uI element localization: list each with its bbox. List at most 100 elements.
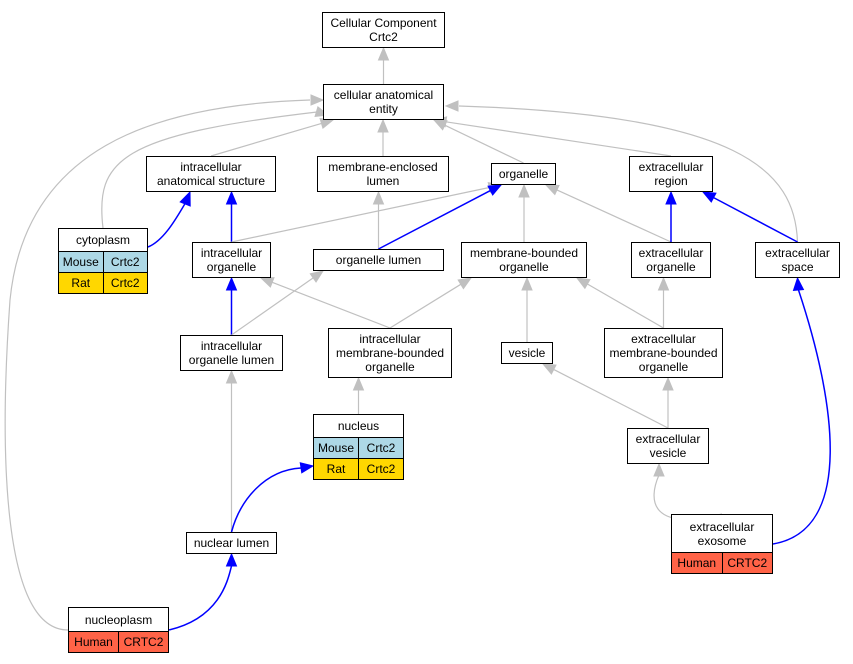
term-label: extracellular region <box>638 160 704 188</box>
arrowhead <box>309 270 325 283</box>
arrowhead <box>319 118 335 130</box>
arrowhead <box>518 183 530 198</box>
arrowhead <box>575 277 591 290</box>
arrowhead <box>352 376 365 391</box>
term-label: vesicle <box>508 346 546 360</box>
edge-nucleoplasm-to-nuclum <box>168 565 233 631</box>
term-label: intracellular anatomical structure <box>156 160 266 188</box>
term-node-organelle[interactable]: organelle <box>491 163 556 185</box>
edge-exorg-to-organelle <box>556 189 672 243</box>
gene-cell: Crtc2 <box>358 459 403 479</box>
term-label: cytoplasm <box>75 233 131 247</box>
term-node-ias[interactable]: intracellular anatomical structure <box>146 156 276 192</box>
term-label: organelle lumen <box>335 253 422 267</box>
species-cell: Mouse <box>59 252 103 272</box>
term-label: extracellular membrane-bounded organelle <box>609 332 718 374</box>
arrowhead <box>179 190 191 207</box>
term-node-embo[interactable]: extracellular membrane-bounded organelle <box>604 328 723 378</box>
edge-ias-to-cae <box>210 122 322 157</box>
arrowhead <box>225 552 238 567</box>
term-node-exspace[interactable]: extracellular space <box>755 242 840 278</box>
term-node-imbo[interactable]: intracellular membrane-bounded organelle <box>328 328 452 378</box>
arrowhead <box>457 277 473 290</box>
edge-imbo-to-mbo <box>389 283 462 329</box>
term-node-exreg[interactable]: extracellular region <box>629 156 713 192</box>
gene-cell: Crtc2 <box>102 273 147 293</box>
edge-nucleoplasm-to-cae <box>4 99 311 631</box>
term-label: intracellular organelle <box>200 246 263 274</box>
arrowhead <box>653 462 665 477</box>
edge-intorg-to-organelle <box>231 186 490 243</box>
edge-organelle-to-cae <box>444 124 524 164</box>
term-label: extracellular space <box>765 246 830 274</box>
term-label: nucleus <box>337 419 380 433</box>
term-node-mbo[interactable]: membrane-bounded organelle <box>461 242 587 278</box>
term-node-intorg[interactable]: intracellular organelle <box>192 242 271 278</box>
gene-cell: CRTC2 <box>721 553 772 573</box>
arrowhead <box>521 276 533 291</box>
arrowhead <box>662 376 674 391</box>
term-label: nucleoplasm <box>84 612 153 627</box>
edge-cytoplasm-to-cae <box>101 111 318 229</box>
term-node-mel[interactable]: membrane-enclosed lumen <box>317 156 449 192</box>
edge-orglumen-to-organelle <box>378 189 491 250</box>
arrowhead <box>541 363 557 375</box>
arrowhead <box>259 277 275 288</box>
edge-exosome-to-exves <box>653 474 723 520</box>
edge-exreg-to-cae <box>445 121 672 157</box>
edge-exves-to-vesicle <box>553 368 669 429</box>
term-node-orglumen[interactable]: organelle lumen <box>313 249 444 271</box>
arrowhead <box>225 276 238 291</box>
term-label: nuclear lumen <box>193 536 270 550</box>
arrowhead <box>701 191 717 203</box>
gene-cell: CRTC2 <box>118 632 168 652</box>
arrowhead <box>377 46 390 61</box>
edge-exosome-to-exspace <box>772 289 831 545</box>
species-cell: Human <box>672 553 722 573</box>
term-node-exorg[interactable]: extracellular organelle <box>631 242 711 278</box>
edge-exspace-to-cae <box>458 105 799 243</box>
arrowhead <box>225 190 238 205</box>
term-label: cellular anatomical entity <box>333 88 434 116</box>
term-node-root[interactable]: Cellular Component Crtc2 <box>322 12 445 48</box>
term-label: Cellular Component Crtc2 <box>330 16 437 44</box>
term-label: intracellular membrane-bounded organelle <box>335 332 445 374</box>
species-cell: Mouse <box>314 438 358 458</box>
arrowhead <box>544 184 560 196</box>
term-node-nuclum[interactable]: nuclear lumen <box>186 532 277 554</box>
term-node-cae[interactable]: cellular anatomical entity <box>323 84 444 120</box>
term-label: extracellular vesicle <box>635 432 701 460</box>
arrowhead <box>225 369 238 384</box>
term-node-exves[interactable]: extracellular vesicle <box>627 428 709 464</box>
arrowhead <box>665 190 677 205</box>
edge-iol-to-orglumen <box>231 277 314 336</box>
arrowhead <box>299 462 315 474</box>
arrowhead <box>444 100 459 112</box>
species-cell: Human <box>69 632 118 652</box>
term-label: intracellular organelle lumen <box>188 339 275 367</box>
arrowhead <box>487 184 503 196</box>
arrowhead <box>377 118 389 133</box>
term-label: extracellular organelle <box>638 246 704 274</box>
edge-imbo-to-intorg <box>271 281 391 329</box>
term-node-iol[interactable]: intracellular organelle lumen <box>180 335 283 371</box>
term-label: membrane-bounded organelle <box>469 246 579 274</box>
edge-nuclum-to-nucleus <box>230 467 302 533</box>
arrowhead <box>372 190 385 205</box>
term-label: membrane-enclosed lumen <box>328 160 438 188</box>
edge-cytoplasm-to-ias <box>147 201 187 248</box>
gene-cell: Crtc2 <box>102 252 147 272</box>
term-node-vesicle[interactable]: vesicle <box>501 342 553 364</box>
